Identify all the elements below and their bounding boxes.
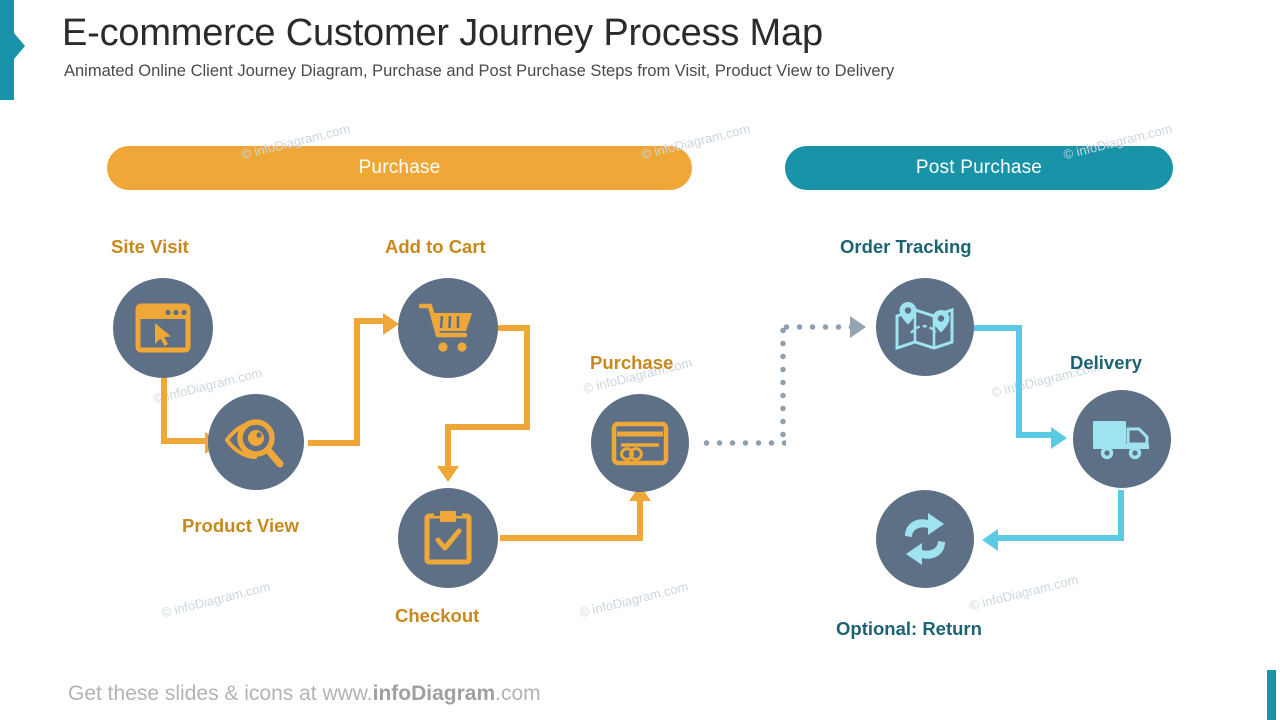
watermark: © infoDiagram.com <box>159 578 272 621</box>
node-product-view[interactable] <box>208 394 304 490</box>
arrowhead-to-optional-return <box>982 529 998 551</box>
connector-site-visit-to-product-view-vertical <box>161 370 167 444</box>
node-site-visit[interactable] <box>113 278 213 378</box>
connector-add-to-cart-to-checkout-horizontal-1 <box>498 325 530 331</box>
credit-card-icon <box>611 421 669 466</box>
node-label-site-visit: Site Visit <box>111 236 189 257</box>
connector-site-visit-to-product-view-horizontal <box>161 438 209 444</box>
delivery-truck-icon <box>1091 417 1153 461</box>
return-arrows-icon <box>897 512 953 566</box>
node-label-add-to-cart: Add to Cart <box>385 236 486 257</box>
connector-order-tracking-to-delivery-horizontal-1 <box>972 325 1022 331</box>
phase-banner-post-purchase-label: Post Purchase <box>915 157 1043 178</box>
node-delivery[interactable] <box>1073 390 1171 488</box>
node-add-to-cart[interactable] <box>398 278 498 378</box>
arrowhead-to-add-to-cart <box>383 313 399 335</box>
node-checkout[interactable] <box>398 488 498 588</box>
connector-order-tracking-to-delivery-horizontal-2 <box>1016 432 1057 438</box>
node-purchase[interactable] <box>591 394 689 492</box>
magnifier-eye-icon <box>225 414 287 470</box>
node-label-product-view: Product View <box>182 515 299 536</box>
phase-banner-purchase-label: Purchase <box>358 157 441 178</box>
connector-purchase-to-order-tracking-horizontal-1 <box>700 440 786 446</box>
connector-checkout-to-purchase-horizontal <box>500 535 643 541</box>
connector-checkout-to-purchase-vertical <box>637 498 643 538</box>
connector-delivery-to-return-vertical <box>1118 490 1124 540</box>
connector-product-view-to-add-to-cart-vertical <box>354 318 360 446</box>
node-label-optional-return: Optional: Return <box>836 618 982 639</box>
footer-suffix: .com <box>495 682 541 705</box>
header: E-commerce Customer Journey Process Map … <box>62 12 1212 81</box>
connector-delivery-to-return-horizontal <box>998 535 1124 541</box>
node-optional-return[interactable] <box>876 490 974 588</box>
connector-purchase-to-order-tracking-horizontal-2 <box>780 324 852 330</box>
left-accent-chevron-icon <box>14 33 25 59</box>
node-label-purchase: Purchase <box>590 352 674 373</box>
connector-add-to-cart-to-checkout-horizontal-2 <box>445 424 530 430</box>
phase-banner-purchase[interactable]: Purchase <box>107 146 692 190</box>
clipboard-check-icon <box>423 510 473 566</box>
connector-order-tracking-to-delivery-vertical <box>1016 325 1022 438</box>
footer-brand: infoDiagram <box>372 682 496 705</box>
page-subtitle: Animated Online Client Journey Diagram, … <box>64 61 895 80</box>
arrowhead-to-checkout <box>437 466 459 482</box>
connector-product-view-to-add-to-cart-horizontal <box>308 440 360 446</box>
connector-purchase-to-order-tracking-vertical <box>780 324 786 444</box>
footer-prefix: Get these slides & icons at www. <box>68 682 373 705</box>
connector-add-to-cart-to-checkout-vertical-2 <box>445 424 451 472</box>
node-label-order-tracking: Order Tracking <box>840 236 972 257</box>
shopping-cart-icon <box>419 302 477 354</box>
connector-add-to-cart-to-checkout-vertical-1 <box>524 325 530 430</box>
page-title: E-commerce Customer Journey Process Map <box>62 12 823 54</box>
arrowhead-to-order-tracking <box>850 316 866 338</box>
left-accent-bar <box>0 0 14 100</box>
map-pins-icon <box>894 300 956 354</box>
node-label-checkout: Checkout <box>395 605 480 626</box>
watermark: © infoDiagram.com <box>967 571 1080 614</box>
node-label-delivery: Delivery <box>1070 352 1142 373</box>
right-accent-bar <box>1267 670 1276 720</box>
node-order-tracking[interactable] <box>876 278 974 376</box>
connector-to-add-to-cart-horizontal <box>354 318 387 324</box>
watermark: © infoDiagram.com <box>577 578 690 621</box>
browser-window-cursor-icon <box>135 303 191 353</box>
footer-credit: Get these slides & icons at www.infoDiag… <box>68 682 541 706</box>
phase-banner-post-purchase[interactable]: Post Purchase <box>785 146 1173 190</box>
arrowhead-to-delivery <box>1051 427 1067 449</box>
